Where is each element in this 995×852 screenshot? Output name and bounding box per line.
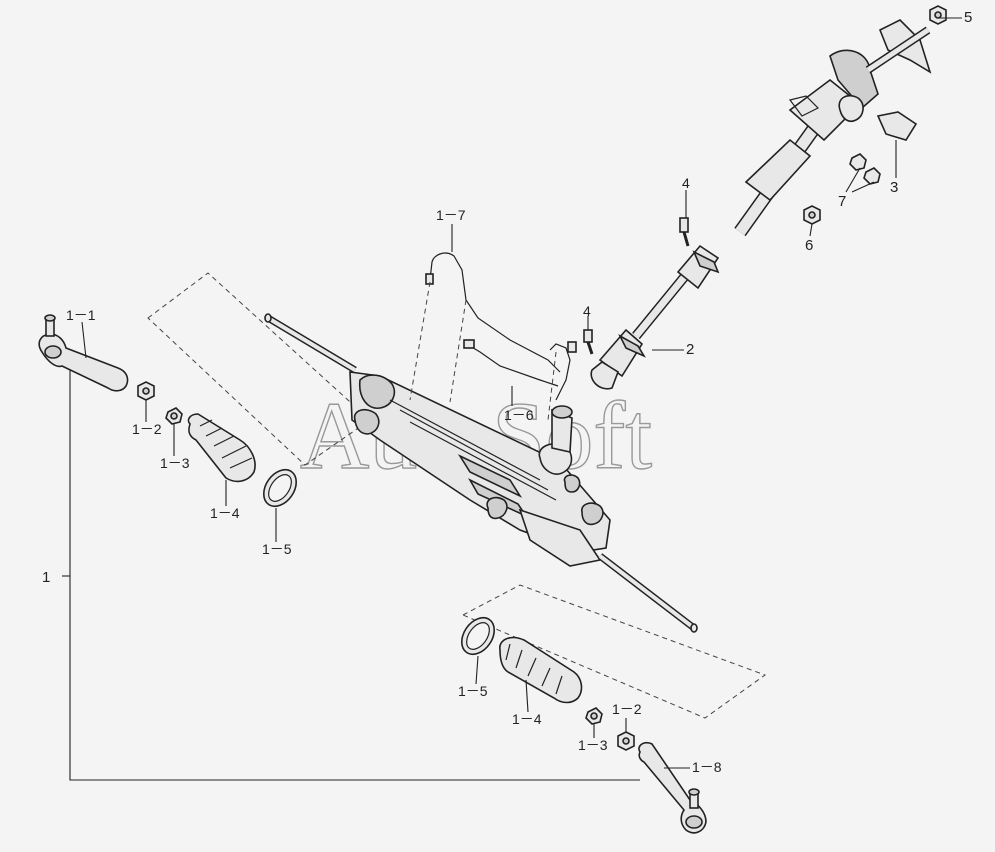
callout-1-4-left: 1－4: [210, 505, 240, 521]
hydraulic-tubes: [409, 252, 577, 421]
callout-5: 5: [964, 9, 972, 26]
callout-1-6: 1－6: [504, 407, 534, 423]
nut-column: [803, 205, 821, 225]
callout-1-2-right: 1－2: [612, 701, 642, 717]
intermediate-shaft: [590, 244, 720, 390]
clip-right: [585, 707, 603, 725]
callout-1-5-left: 1－5: [262, 541, 292, 557]
tie-rod-end-left: [38, 314, 129, 392]
leader-lines: [81, 17, 962, 769]
callout-7: 7: [838, 193, 846, 210]
bolt-pair-7: [849, 153, 881, 185]
callout-1-4-right: 1－4: [512, 711, 542, 727]
callout-3: 3: [890, 179, 898, 196]
callout-1-3-left: 1－3: [160, 455, 190, 471]
callout-4-top: 4: [682, 175, 690, 191]
boot-left: [187, 413, 256, 483]
rack-rod-left: [264, 313, 357, 374]
nut-right: [617, 731, 635, 751]
nut-top: [929, 5, 947, 25]
bolt-upper: [679, 217, 690, 247]
left-explode-box: [147, 272, 371, 466]
callout-1: 1: [42, 569, 50, 586]
rack-rod-right: [597, 553, 698, 633]
callout-1-8: 1－8: [692, 759, 722, 775]
callout-1-5-right: 1－5: [458, 683, 488, 699]
callout-4-mid: 4: [583, 303, 591, 319]
callout-1-2-left: 1－2: [132, 421, 162, 437]
right-explode-box: [461, 584, 767, 719]
assembly-bracket-line: [69, 370, 640, 781]
callout-2: 2: [686, 341, 694, 358]
ring-right-inner: [466, 622, 490, 650]
callout-6: 6: [805, 237, 813, 254]
boot-right: [499, 636, 583, 704]
ring-left-inner: [268, 474, 292, 502]
clip-left: [165, 407, 183, 425]
steering-gear-housing: [349, 371, 611, 567]
callout-1-7: 1－7: [436, 207, 466, 223]
nut-left: [137, 381, 155, 401]
bolt-lower: [583, 329, 594, 355]
callout-1-1: 1－1: [66, 307, 96, 323]
callout-1-3-right: 1－3: [578, 737, 608, 753]
steering-column: [734, 19, 932, 237]
tie-rod-end-right: [638, 741, 707, 834]
